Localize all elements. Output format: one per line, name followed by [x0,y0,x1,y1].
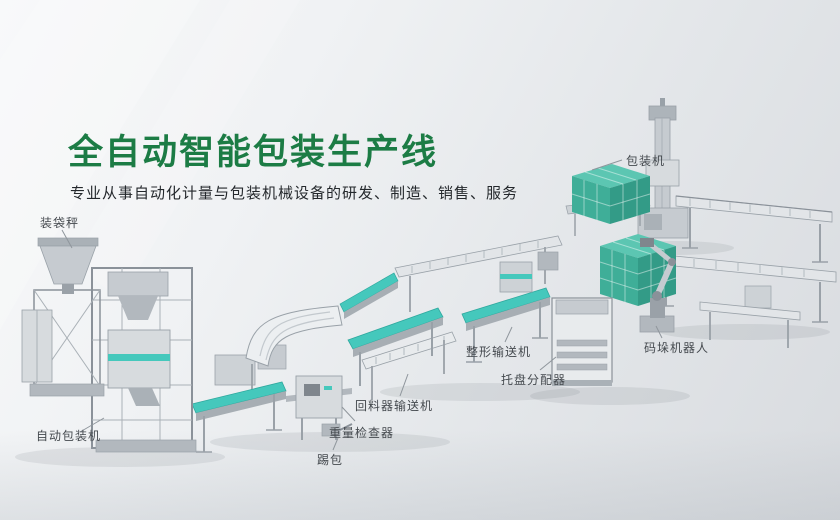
label-shaping-conveyor: 整形输送机 [466,345,532,359]
auto-packing-machine [91,267,197,453]
bagging-scale [21,237,105,397]
label-packing-machine: 包装机 [626,154,666,168]
bag-kicker [321,423,353,437]
label-auto-packing-machine: 自动包装机 [36,429,102,443]
roller-conveyor-top-right [675,195,833,263]
incline-belt-conveyor [347,307,444,386]
label-weight-checker: 重量检查器 [329,426,395,440]
label-palletizing-robot: 码垛机器人 [644,341,710,355]
carton-stack-upper [571,164,651,224]
palletizing-robot [639,238,676,333]
page-title: 全自动智能包装生产线 [68,133,439,172]
carton-stack-lower [599,234,677,306]
pallet-dispenser [551,297,613,386]
label-bag-kicker: 踢包 [317,453,344,467]
packing-machine-tower [637,98,689,239]
roller-conveyor-bottom-right [699,285,801,348]
upper-roller-conveyor [394,235,563,312]
light-streaks [0,0,300,330]
label-pallet-dispenser: 托盘分配器 [501,373,567,387]
weight-checker [286,375,352,440]
leader-lines [61,159,663,451]
link-belt-conveyor [339,272,399,319]
label-return-feeder-conveyor: 回料器输送机 [355,399,434,413]
label-bagging-scale: 装袋秤 [40,216,80,230]
shaping-conveyor [461,287,551,363]
outfeed-belt-conveyor [191,381,287,453]
page-subtitle: 专业从事自动化计量与包装机械设备的研发、制造、销售、服务 [70,185,519,202]
